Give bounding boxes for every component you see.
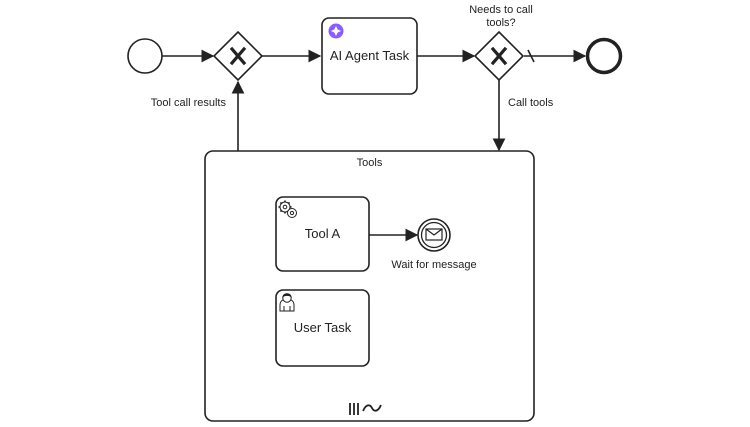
envelope-icon — [425, 228, 443, 241]
x-icon — [490, 46, 508, 66]
flow-label-call-tools: Call tools — [508, 97, 554, 109]
service-gear-icon — [278, 200, 297, 218]
decision-gateway-label-line2: tools? — [486, 17, 515, 29]
parallel-multi-instance-icon — [349, 403, 359, 415]
start-event[interactable] — [127, 38, 163, 74]
end-event[interactable] — [585, 37, 623, 75]
x-icon — [229, 46, 247, 66]
decision-gateway-label-line1: Needs to call — [469, 4, 533, 16]
tools-subprocess[interactable]: Tools — [204, 150, 535, 422]
ai-agent-task-label: AI Agent Task — [330, 48, 410, 63]
sequence-flows — [162, 49, 587, 242]
user-icon — [279, 293, 295, 312]
ai-agent-task[interactable]: AI Agent Task — [321, 17, 418, 95]
default-flow-marker — [527, 49, 535, 63]
ai-agent-icon — [328, 23, 344, 39]
user-task-label: User Task — [294, 320, 352, 335]
ad-hoc-icon — [362, 404, 382, 412]
merge-gateway[interactable] — [212, 30, 264, 82]
user-task[interactable]: User Task — [275, 289, 370, 367]
flow-label-tool-call-results: Tool call results — [151, 97, 227, 109]
tools-subprocess-label: Tools — [357, 157, 383, 169]
decision-gateway[interactable] — [473, 30, 525, 82]
tool-a-label: Tool A — [305, 226, 341, 241]
wait-for-message-label: Wait for message — [391, 259, 476, 271]
tool-a-task[interactable]: Tool A — [275, 196, 370, 272]
wait-for-message-event[interactable] — [417, 218, 451, 252]
